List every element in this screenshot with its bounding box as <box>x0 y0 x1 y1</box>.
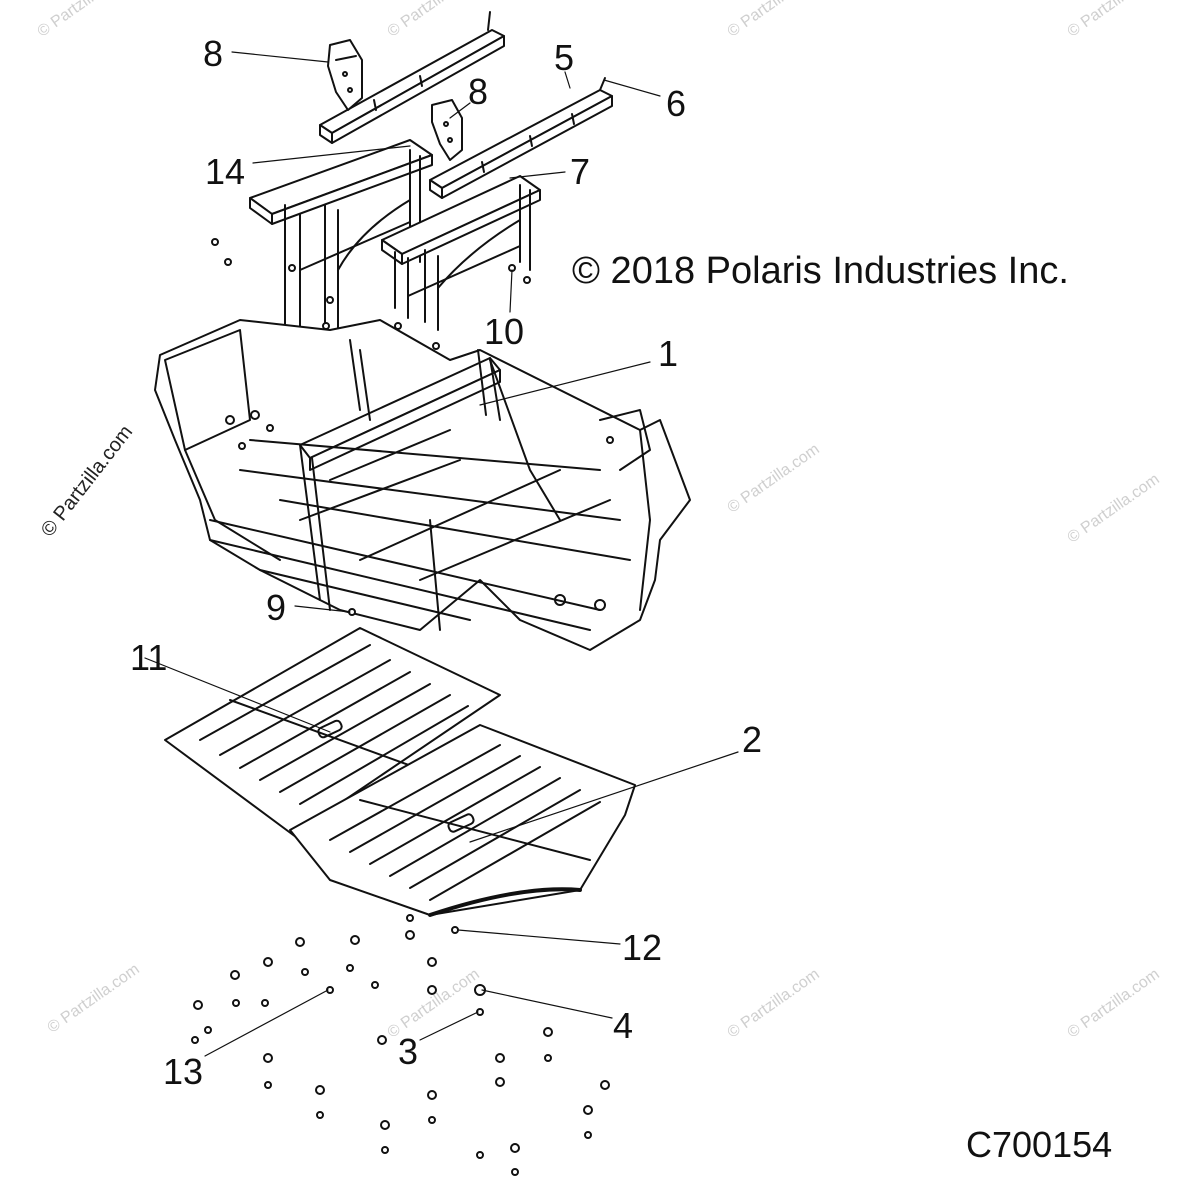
callout-5: 5 <box>554 37 575 78</box>
copyright-notice: © 2018 Polaris Industries Inc. <box>572 250 1069 292</box>
callout-11: 11 <box>130 637 168 678</box>
callout-10: 10 <box>484 311 525 352</box>
callout-14: 14 <box>205 151 246 192</box>
callout-3: 3 <box>398 1031 419 1072</box>
callout-12: 12 <box>622 927 663 968</box>
callout-13: 13 <box>163 1051 204 1092</box>
callout-8-upper: 8 <box>203 33 224 74</box>
bracket-lower <box>431 99 463 161</box>
seat-support-bar-right <box>429 77 613 199</box>
callout-6: 6 <box>666 83 687 124</box>
floor-panel-rear <box>289 724 636 917</box>
callout-9: 9 <box>266 587 287 628</box>
leader-lines <box>144 51 739 1057</box>
bracket-upper <box>327 39 363 111</box>
seat-support-bar-left <box>319 11 505 144</box>
lower-hardware <box>191 914 610 1176</box>
callout-4: 4 <box>613 1005 634 1046</box>
callout-7: 7 <box>570 151 591 192</box>
callout-2: 2 <box>742 719 763 760</box>
callout-8-lower: 8 <box>468 71 489 112</box>
callout-1: 1 <box>658 333 679 374</box>
main-frame <box>154 319 691 651</box>
fasteners-upper <box>211 238 531 350</box>
seat-base-right <box>381 175 541 331</box>
diagram-code: C700154 <box>966 1124 1113 1165</box>
